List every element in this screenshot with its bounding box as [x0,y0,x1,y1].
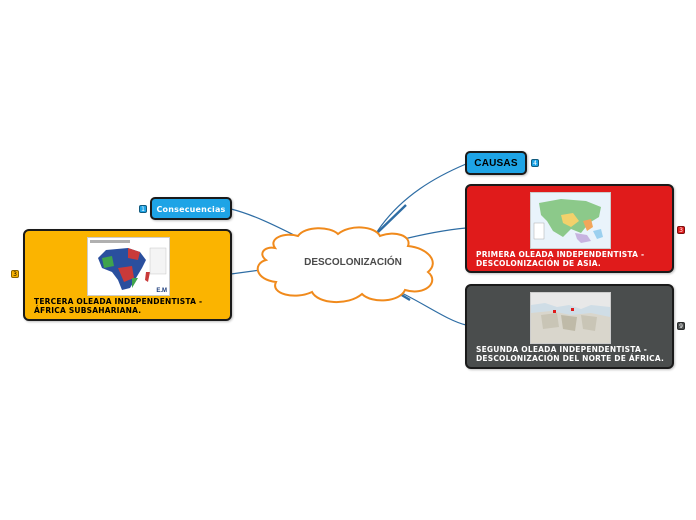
central-node[interactable]: DESCOLONIZACIÓN [256,226,434,303]
primera-oleada-badge[interactable]: 3 [677,226,685,234]
causas-badge[interactable]: 4 [531,159,539,167]
segunda-oleada-badge[interactable]: 9 [677,322,685,330]
primera-oleada-label: PRIMERA OLEADA INDEPENDENTISTA - DESCOLO… [476,250,645,268]
africa-map-image: E.M [87,237,170,296]
causas-label: CAUSAS [474,158,518,169]
asia-map-image [530,192,611,249]
central-label: DESCOLONIZACIÓN [304,255,402,268]
consecuencias-badge[interactable]: 1 [139,205,147,213]
africa-decolonization-map-icon [88,238,169,295]
north-africa-map-image [530,292,611,344]
consecuencias-label: Consecuencias [156,205,226,214]
node-tercera-oleada[interactable]: E.M TERCERA OLEADA INDEPENDENTISTA - ÁFR… [23,229,232,321]
connector-primera [399,227,467,241]
node-consecuencias[interactable]: Consecuencias [150,197,232,220]
africa-map-logo: E.M [156,288,167,294]
north-africa-map-icon [531,293,610,343]
asia-decolonization-map-icon [531,193,610,248]
node-causas[interactable]: CAUSAS [465,151,527,175]
central-cloud-shape [256,226,434,303]
node-primera-oleada[interactable]: PRIMERA OLEADA INDEPENDENTISTA - DESCOLO… [465,184,674,273]
connector-causas [374,163,467,236]
tercera-oleada-badge[interactable]: 3 [11,270,19,278]
segunda-oleada-label: SEGUNDA OLEADA INDEPENDENTISTA - DESCOLO… [476,345,665,363]
tercera-oleada-label: TERCERA OLEADA INDEPENDENTISTA - ÁFRICA … [34,297,203,315]
node-segunda-oleada[interactable]: SEGUNDA OLEADA INDEPENDENTISTA - DESCOLO… [465,284,674,369]
